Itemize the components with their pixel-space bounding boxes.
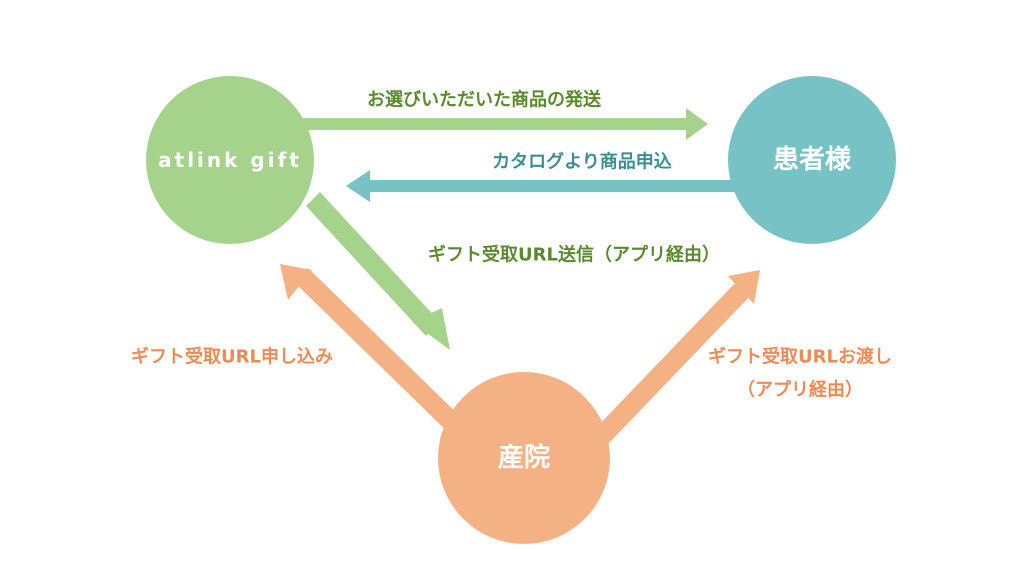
edge-label-hand-url-line1: ギフト受取URLお渡し: [708, 346, 892, 368]
arrow-ship: [300, 108, 708, 140]
node-patient: 患者様: [728, 76, 896, 244]
node-clinic: 産院: [438, 372, 610, 544]
node-patient-label: 患者様: [773, 144, 852, 175]
edge-label-ship: お選びいただいた商品の発送: [367, 89, 602, 111]
arrow-apply-url: [280, 264, 470, 440]
arrow-hand-url: [594, 270, 760, 444]
edge-label-order: カタログより商品申込: [492, 151, 672, 173]
edge-label-send-url: ギフト受取URL送信（アプリ経由）: [428, 244, 720, 266]
node-atlink-gift-label: atlink gift: [158, 148, 302, 172]
node-clinic-label: 産院: [498, 442, 550, 473]
edge-label-apply-url: ギフト受取URL申し込み: [131, 346, 333, 368]
node-atlink-gift: atlink gift: [146, 76, 314, 244]
arrow-send-url: [306, 192, 450, 350]
edge-label-hand-url-line2: （アプリ経由）: [737, 379, 863, 401]
arrow-order: [346, 170, 740, 202]
